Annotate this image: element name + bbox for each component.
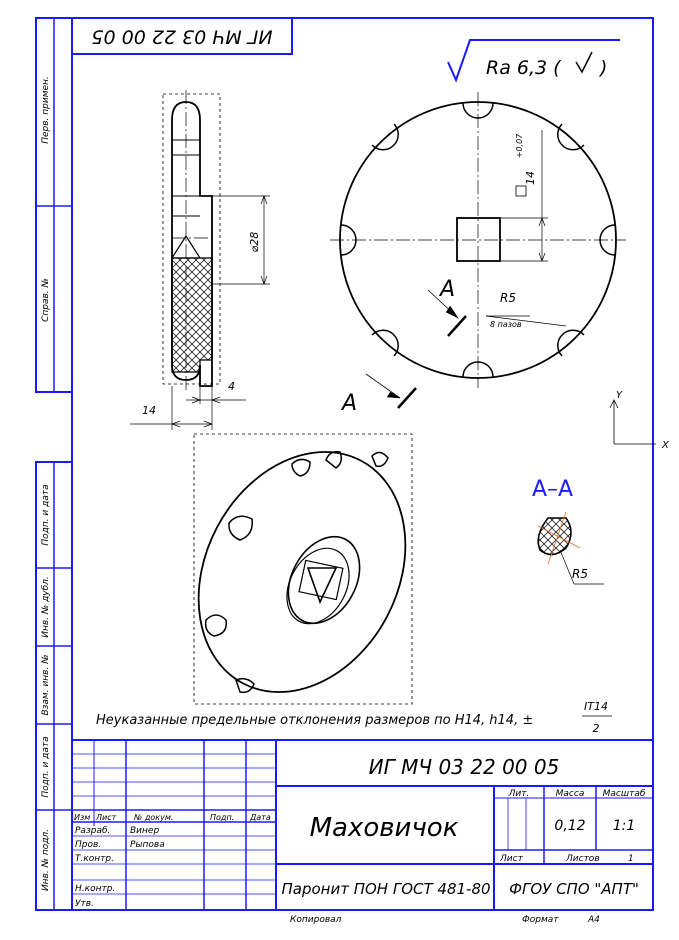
side-label-orig-inv: Инв. № подл. — [41, 829, 51, 891]
tolerance-note: Неуказанные предельные отклонения размер… — [96, 700, 612, 735]
roughness-symbol: Ra 6,3 ( ) — [447, 39, 620, 83]
dim-r5-note: 8 пазов — [490, 320, 522, 329]
copied-label: Копировал — [290, 915, 342, 925]
section-dim-r5: R5 — [572, 567, 588, 581]
notches — [340, 102, 616, 378]
note-frac-den: 2 — [593, 722, 600, 735]
dim-square-14: 14 — [524, 171, 537, 185]
check-mark-icon — [575, 51, 593, 74]
view-arrow-label-2: А — [340, 391, 357, 416]
axis-x-label: X — [661, 440, 670, 451]
iso-view-boundary — [193, 433, 413, 705]
side-labels: Перв. примен. Справ. № Подп. и дата Инв.… — [41, 76, 51, 891]
role-developer-name: Винер — [130, 826, 159, 836]
dim-width-14: 14 — [142, 404, 156, 417]
dim-r5: R5 — [500, 291, 516, 305]
designation-top-inverted: ИГ МЧ 03 22 00 05 — [91, 26, 272, 48]
format-value: А4 — [587, 915, 600, 925]
view-arrow-label-1: А — [438, 277, 455, 302]
scale-value: 1:1 — [613, 818, 636, 834]
format-label: Формат — [522, 915, 559, 925]
sheets-label: Листов — [565, 854, 600, 864]
role-developer: Разраб. — [75, 826, 110, 836]
role-checker-name: Рыпова — [130, 840, 165, 850]
square-symbol-icon — [515, 185, 527, 197]
rev-header-date: Дата — [249, 813, 271, 822]
roughness-value: Ra 6,3 ( — [486, 57, 562, 79]
rev-header-docno: № докум. — [133, 813, 173, 822]
side-view-boundary — [162, 93, 221, 385]
note-frac-num: IT14 — [584, 700, 608, 713]
organization: ФГОУ СПО "АПТ" — [509, 880, 639, 898]
role-norm-control: Н.контр. — [75, 884, 115, 894]
dim-dia28: ⌀28 — [248, 232, 261, 253]
designation-main: ИГ МЧ 03 22 00 05 — [369, 755, 560, 779]
rev-header-sign: Подп. — [210, 813, 234, 822]
side-view: ⌀28 14 4 — [130, 90, 270, 430]
rev-header-sheet: Лист — [95, 813, 117, 822]
front-view: 14 +0,07 R5 8 пазов А А — [330, 92, 626, 416]
section-hatch — [171, 257, 213, 373]
note-text: Неуказанные предельные отклонения размер… — [96, 713, 533, 728]
side-label-repl-inv: Взам. инв. № — [41, 654, 51, 715]
side-label-sign-date-1: Подп. и дата — [41, 484, 51, 545]
role-approved: Утв. — [75, 899, 94, 909]
axis-indicator: Y X — [609, 390, 670, 451]
side-label-ref-no: Справ. № — [41, 278, 51, 322]
header-scale: Масштаб — [603, 789, 646, 799]
axis-y-label: Y — [616, 390, 623, 401]
dim-width-4: 4 — [228, 380, 235, 393]
section-aa: А–А R5 — [532, 477, 604, 585]
square-hole — [456, 217, 501, 262]
roughness-close: ) — [598, 57, 607, 79]
rev-header-change: Изм — [74, 813, 90, 822]
role-tech-control: Т.контр. — [75, 854, 114, 864]
isometric-view — [193, 433, 413, 705]
mass-value: 0,12 — [554, 818, 585, 834]
sheet-label: Лист — [499, 854, 524, 864]
part-name: Маховичок — [310, 813, 459, 843]
role-checker: Пров. — [75, 840, 101, 850]
sheet-frame — [35, 17, 654, 911]
header-mass: Масса — [556, 789, 585, 799]
material: Паронит ПОН ГОСТ 481-80 — [281, 880, 490, 898]
side-label-first-use: Перв. примен. — [41, 76, 51, 144]
section-aa-label: А–А — [532, 477, 573, 502]
sheets-value: 1 — [628, 854, 634, 864]
side-label-dup-inv: Инв. № дубл. — [41, 576, 51, 638]
dim-square-tol: +0,07 — [515, 133, 524, 158]
title-block: ИГ МЧ 03 22 00 05 Маховичок Паронит ПОН … — [71, 739, 654, 911]
header-lit: Лит. — [508, 789, 530, 799]
side-label-sign-date-2: Подп. и дата — [41, 736, 51, 797]
